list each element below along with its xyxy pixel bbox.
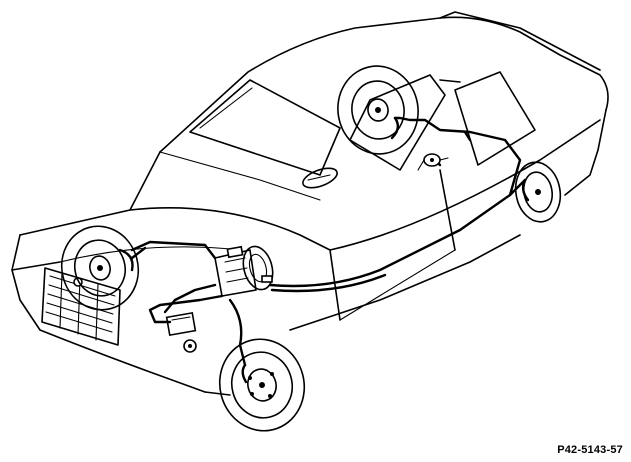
front-grille: [41, 267, 121, 346]
steering-wheel: [302, 167, 338, 189]
front-left-wheel: [60, 225, 140, 311]
figure-reference-code: P42-5143-57: [557, 444, 623, 456]
front-right-wheel: [218, 338, 306, 432]
car-body: [11, 11, 609, 396]
rear-left-wheel: [337, 65, 419, 155]
rear-valve: [417, 153, 449, 171]
brake-lines: [130, 116, 527, 367]
windows: [189, 71, 536, 176]
brake-booster-assembly: [214, 245, 274, 297]
hydraulic-unit: [165, 311, 197, 353]
doors: [329, 169, 456, 321]
rear-right-wheel: [514, 161, 562, 223]
